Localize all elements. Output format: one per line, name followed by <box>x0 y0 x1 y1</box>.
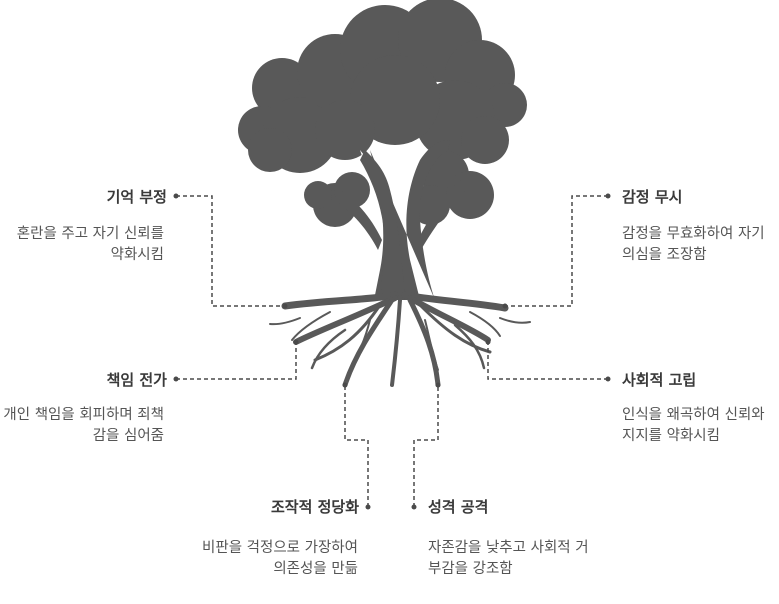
emotion-ignore-desc: 감정을 무효화하여 자기 의심을 조장함 <box>622 224 772 266</box>
social-isolation-title: 사회적 고립 <box>622 371 696 389</box>
social-isolation-desc: 인식을 왜곡하여 신뢰와 지지를 약화시킴 <box>622 405 768 447</box>
memory-denial-title: 기억 부정 <box>107 188 167 206</box>
manipulative-justification-desc: 비판을 걱정으로 가장하여 의존성을 만듦 <box>196 538 358 580</box>
manipulative-justification-title: 조작적 정당화 <box>271 498 359 516</box>
character-attack-title: 성격 공격 <box>428 498 488 516</box>
blame-shift-desc: 개인 책임을 회피하며 죄책감을 심어줌 <box>2 405 164 447</box>
memory-denial-desc: 혼란을 주고 자기 신뢰를 약화시킴 <box>0 224 164 266</box>
emotion-ignore-title: 감정 무시 <box>622 188 682 206</box>
character-attack-desc: 자존감을 낮추고 사회적 거부감을 강조함 <box>428 538 594 580</box>
blame-shift-title: 책임 전가 <box>107 371 167 389</box>
tree-roots <box>270 295 530 385</box>
